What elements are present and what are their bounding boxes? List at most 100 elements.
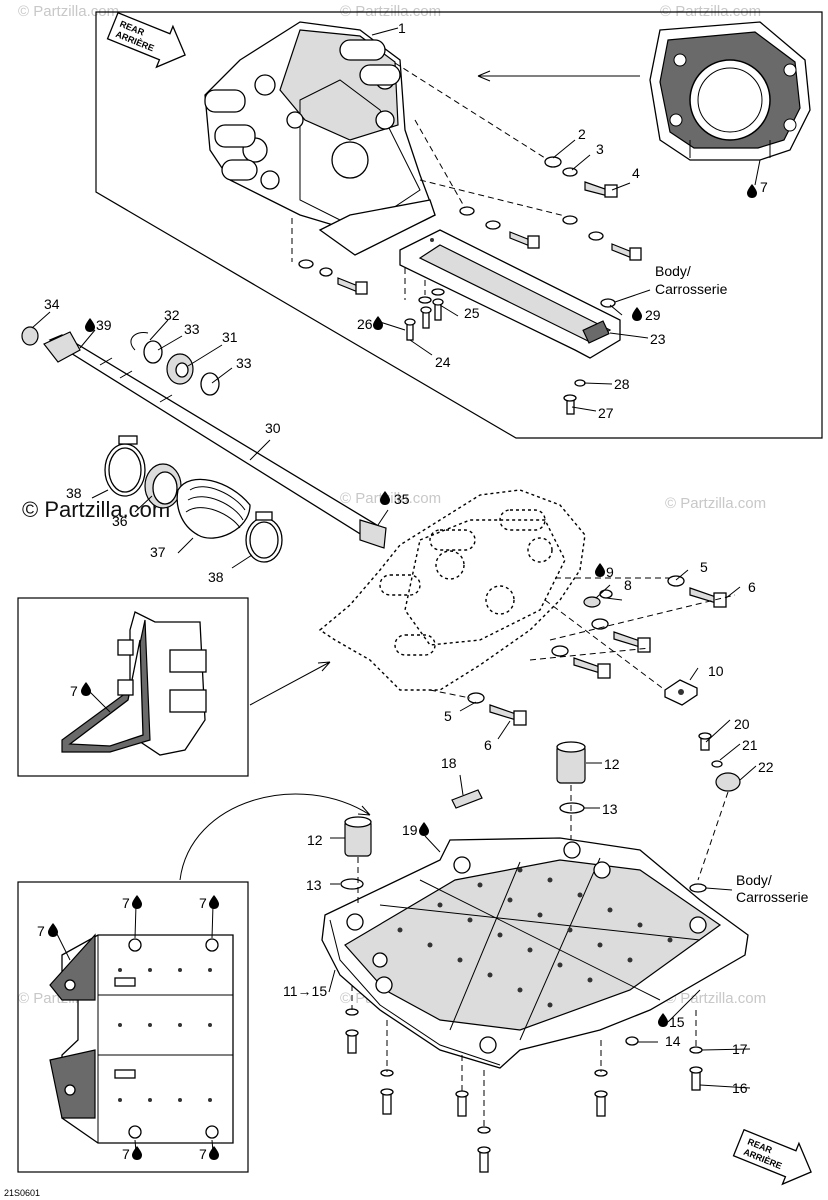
- callout-labels: 1 2 3 4 7 34 39 32 33 31 33 26 25 24 29 …: [37, 20, 774, 1162]
- housing-seal-detail-part-7: [649, 21, 811, 161]
- callout-6: 6: [748, 579, 756, 595]
- callout-36: 36: [112, 513, 128, 529]
- detail-box-skid-bottom: [17, 881, 249, 1173]
- drop-icon: [595, 563, 605, 577]
- drop-icon: [632, 307, 642, 321]
- body-labels: Body/ Carrosserie Body/ Carrosserie: [614, 263, 809, 905]
- callout-14: 14: [665, 1033, 681, 1049]
- callout-9: 9: [606, 564, 614, 580]
- drop-icon: [85, 318, 95, 332]
- callout-7: 7: [122, 895, 130, 911]
- callout-31: 31: [222, 329, 238, 345]
- lower-bolts-14-17: [345, 985, 703, 1173]
- callout-3: 3: [596, 141, 604, 157]
- callout-22: 22: [758, 759, 774, 775]
- lower-fasteners-5-10: [467, 575, 727, 726]
- diagram-code: 21S0601: [4, 1188, 40, 1198]
- small-bolts-24-25: [404, 288, 445, 341]
- drop-icon: [81, 682, 91, 696]
- seal-side-view-part-7: [61, 611, 207, 756]
- callout-13: 13: [306, 877, 322, 893]
- callout-30: 30: [265, 420, 281, 436]
- callout-33: 33: [236, 355, 252, 371]
- body-label-bottom-line1: Body/: [736, 872, 772, 888]
- detail-box-seal-side: [17, 597, 249, 777]
- wear-strip-part-18: [451, 789, 483, 809]
- skid-plate-holes: [346, 841, 707, 1054]
- callout-7: 7: [760, 179, 768, 195]
- callout-5: 5: [700, 559, 708, 575]
- lubricant-drop-markers: [48, 184, 757, 1160]
- callout-19: 19: [402, 822, 418, 838]
- watermark-text: © Partzilla.com: [18, 3, 119, 20]
- detail-leader-arrow: [249, 661, 331, 706]
- callout-12: 12: [307, 832, 323, 848]
- body-label-top-line2: Carrosserie: [655, 281, 728, 297]
- callout-11-15: 11→15: [283, 983, 327, 999]
- chaincase-housing-part-1: [204, 21, 436, 256]
- callout-16: 16: [732, 1080, 748, 1096]
- callout-35: 35: [394, 491, 410, 507]
- partzilla-watermark: © Partzilla.com: [22, 497, 170, 522]
- callout-39: 39: [96, 317, 112, 333]
- drive-shaft-part-30: [43, 331, 387, 549]
- rail-bracket-part-23: [399, 229, 621, 359]
- lower-dashed-guides: [429, 577, 736, 699]
- callout-28: 28: [614, 376, 630, 392]
- drop-icon: [419, 822, 429, 836]
- callout-7: 7: [199, 1146, 207, 1162]
- rear-direction-arrow-bottom: REAR ARRIÈRE: [732, 1128, 812, 1186]
- callout-29: 29: [645, 307, 661, 323]
- callout-4: 4: [632, 165, 640, 181]
- skid-plate-part-11: [321, 837, 749, 1069]
- drop-icon: [658, 1013, 668, 1027]
- drop-icon: [132, 1146, 142, 1160]
- callout-34: 34: [44, 296, 60, 312]
- body-label-top-line1: Body/: [655, 263, 691, 279]
- callout-32: 32: [164, 307, 180, 323]
- callout-18: 18: [441, 755, 457, 771]
- drop-icon: [747, 184, 757, 198]
- callout-15: 15: [669, 1014, 685, 1030]
- callout-7: 7: [37, 923, 45, 939]
- drop-icon: [132, 895, 142, 909]
- drop-icon: [380, 491, 390, 505]
- direction-arrow-line: [477, 70, 640, 82]
- watermark-text: © Partzilla.com: [340, 490, 441, 507]
- callout-7: 7: [70, 683, 78, 699]
- callout-26: 26: [357, 316, 373, 332]
- callout-6: 6: [484, 737, 492, 753]
- callout-13: 13: [602, 801, 618, 817]
- upper-assembly-frame: [95, 11, 823, 439]
- callout-38: 38: [208, 569, 224, 585]
- callout-33: 33: [184, 321, 200, 337]
- callout-12: 12: [604, 756, 620, 772]
- mount-bolt-20-22: [689, 732, 741, 893]
- callout-21: 21: [742, 737, 758, 753]
- drain-plugs-12-13: [340, 741, 586, 905]
- drop-icon: [373, 316, 383, 330]
- callout-1: 1: [398, 20, 406, 36]
- callout-20: 20: [734, 716, 750, 732]
- rear-direction-arrow-top: REAR ARRIÈRE: [106, 11, 186, 69]
- callout-38: 38: [66, 485, 82, 501]
- callout-leader-lines: [31, 27, 761, 1153]
- callout-24: 24: [435, 354, 451, 370]
- watermark-text: © Partzilla.com: [665, 990, 766, 1007]
- callout-2: 2: [578, 126, 586, 142]
- callout-7: 7: [122, 1146, 130, 1162]
- detail-leader-curve: [179, 793, 371, 881]
- callout-27: 27: [598, 405, 614, 421]
- callout-10: 10: [708, 663, 724, 679]
- gear-case-dotted-outline: [318, 489, 586, 691]
- boot-and-clamps-36-38: [104, 435, 283, 563]
- drop-icon: [209, 1146, 219, 1160]
- body-label-bottom-line2: Carrosserie: [736, 889, 809, 905]
- drop-icon: [48, 923, 58, 937]
- skid-bottom-view-part-7: [49, 933, 234, 1144]
- callout-5: 5: [444, 708, 452, 724]
- upper-fasteners: [298, 156, 642, 295]
- drop-icon: [209, 895, 219, 909]
- shaft-seals-31-34: [21, 326, 220, 396]
